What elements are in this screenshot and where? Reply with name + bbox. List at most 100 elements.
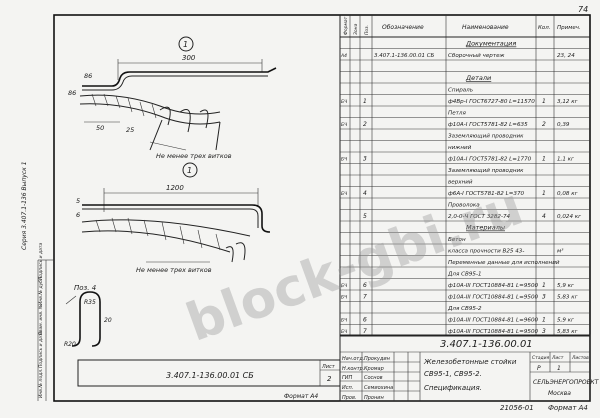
cell-note: 0,08 кг	[557, 191, 578, 197]
person-name: Прокудин	[364, 356, 391, 362]
dim-300: 300	[182, 54, 196, 62]
cell-name: Документация	[465, 40, 516, 48]
cell-note: 5,83 кг	[557, 329, 578, 335]
cell-name: ф10А-III ГОСТ10884-81 L=9500	[448, 283, 539, 289]
header-note: Примеч.	[557, 25, 581, 31]
cell-qty: 2	[542, 121, 546, 128]
cell-note: 1,1 кг	[557, 157, 574, 163]
cell-name: ф10А-III ГОСТ10884-81 L=9500	[448, 295, 539, 301]
dim-r35: R35	[84, 299, 96, 306]
dim-86-bottom: 86	[68, 89, 76, 97]
dim-20: 20	[104, 317, 112, 324]
cell-note: 5,9 кг	[557, 283, 574, 289]
cell-qty: 1	[542, 282, 546, 289]
pos-label: Поз. 4	[74, 284, 96, 292]
cell-name: Проволока	[448, 203, 480, 209]
header-format: Формат	[343, 16, 349, 35]
left-vertical-strip: Инв.№ подл. Подпись и дата Взам. инв. № …	[21, 161, 54, 401]
dim-86-top: 86	[84, 72, 92, 80]
header-name: Наименование	[462, 24, 509, 31]
cell-note: 5,9 кг	[557, 318, 574, 324]
dim-r20: R20	[64, 341, 76, 348]
cell-pos: 2	[363, 121, 367, 128]
cell-note: 23, 24	[557, 53, 575, 59]
cell-name: Бетон	[448, 237, 466, 243]
cell-note: 0,024 кг	[557, 214, 581, 220]
cell-qty: 3	[542, 328, 546, 335]
cell-format: БЧ	[341, 318, 347, 324]
cell-format: БЧ	[341, 122, 347, 128]
cell-pos: 6	[363, 317, 367, 324]
cell-format: БЧ	[341, 283, 347, 289]
person-name: Семиохина	[364, 385, 393, 391]
cell-pos: 7	[363, 294, 367, 301]
cell-qty: 4	[542, 213, 546, 220]
role-label: ГИП	[342, 375, 353, 381]
pos-4-detail: Поз. 4 R35 20 R20	[64, 284, 112, 348]
cell-note: 5,83 кг	[557, 295, 578, 301]
cell-name: ф4Вр-I ГОСТ6727-80 L=11570	[448, 99, 535, 105]
left-sheet-label: Лист	[321, 364, 336, 370]
cell-name: ф10А-I ГОСТ5781-82 L=635	[448, 122, 528, 128]
cell-format: БЧ	[341, 157, 347, 163]
cell-format: БЧ	[341, 329, 347, 335]
cell-name: ф10А-III ГОСТ10884-81 L=9500	[448, 329, 539, 335]
cell-pos: 5	[363, 213, 367, 220]
cell-designation: 3.407.1-136.00.01 СБ	[374, 53, 435, 59]
title-line: Железобетонные стойки	[423, 358, 517, 366]
cell-name: ф6А-I ГОСТ5781-82 L=370	[448, 191, 525, 197]
org-name: СЕЛЬЭНЕРГОПРОЕКТ	[533, 379, 600, 386]
cell-qty: 1	[542, 317, 546, 324]
title-doc-code: 3.407.1-136.00.01	[440, 339, 533, 350]
cell-pos: 1	[363, 98, 367, 105]
left-doc-code: 3.407.1-136.00.01 СБ	[166, 371, 254, 380]
cell-note: 3,12 кг	[557, 99, 578, 105]
cell-name: Для СВ95-1	[447, 272, 482, 278]
cell-name: Петля	[448, 111, 466, 117]
format-label-left: Формат А4	[284, 393, 318, 400]
cell-name: ф10А-III ГОСТ10884-81 L=9600	[448, 318, 539, 324]
cell-name: Материалы	[466, 224, 505, 232]
cell-name: Детали	[465, 74, 491, 82]
cell-format: БЧ	[341, 191, 347, 197]
person-name: Пронин	[364, 395, 385, 401]
cell-pos: 3	[363, 156, 367, 163]
dim-5: 5	[76, 197, 80, 205]
strip-label: Подпись и дата	[38, 242, 44, 280]
dim-50: 50	[96, 124, 104, 132]
cell-pos: 6	[363, 282, 367, 289]
stage-label: Стадия	[532, 355, 550, 361]
section-2-drawing: 1 1200 5 6 Не менее трех витков	[76, 162, 271, 274]
cell-format: БЧ	[341, 295, 347, 301]
header-designation: Обозначение	[382, 24, 424, 31]
cell-qty: 1	[542, 190, 546, 197]
cell-pos: 7	[363, 328, 367, 335]
cell-qty: 1	[542, 98, 546, 105]
outer-frame	[53, 14, 591, 402]
series-label: Серия 3.407.1-136 Выпуск 1	[21, 161, 28, 250]
title-block: 3.407.1-136.00.01 Нач.отд. Н.контр. ГИП …	[339, 334, 600, 402]
org-city: Москва	[548, 390, 571, 397]
dim-6: 6	[76, 211, 80, 219]
sheets-label: Листов	[571, 355, 589, 361]
strip-label: Инв.№ дубл.	[38, 276, 44, 305]
strip-label: Взам. инв. №	[38, 304, 44, 335]
cell-pos: 4	[363, 190, 367, 197]
cell-name: 2,0-0-Ч ГОСТ 3282-74	[448, 214, 511, 220]
dim-25: 25	[126, 126, 134, 134]
cell-name: ф10А-I ГОСТ5781-82 L=1770	[448, 157, 532, 163]
cell-qty: 1	[542, 156, 546, 163]
person-name: Соснов	[364, 375, 383, 381]
format-label: Формат А4	[548, 404, 588, 412]
inventory-number: 21056-01	[500, 404, 534, 412]
cell-format: БЧ	[341, 99, 347, 105]
dim-1200: 1200	[166, 184, 184, 192]
role-label: Н.контр.	[342, 366, 364, 372]
cell-name: нижний	[448, 145, 472, 151]
cell-name: класса прочности В25 43-	[448, 249, 524, 255]
cell-name: Сборочный чертеж	[448, 53, 505, 59]
cell-note: м³	[557, 248, 564, 255]
section-marker-label: 1	[183, 40, 188, 49]
